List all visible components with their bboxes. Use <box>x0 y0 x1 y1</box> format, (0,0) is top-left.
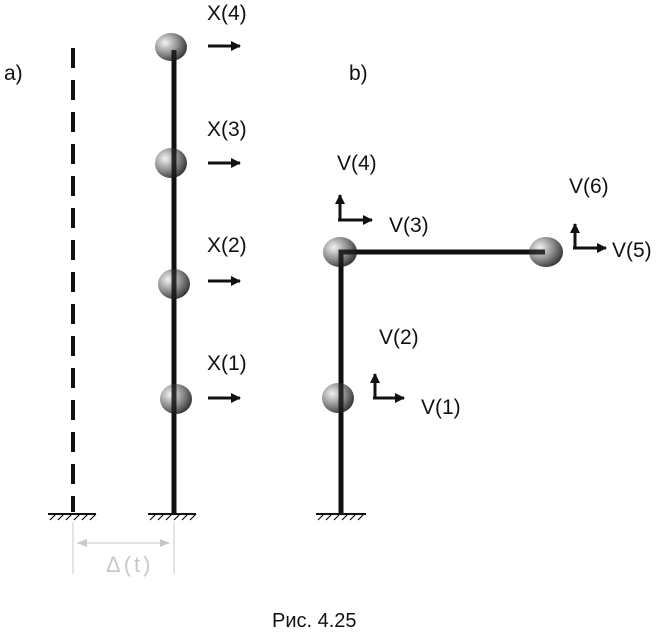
label-x3: X(3) <box>207 118 247 141</box>
displacement-dimension <box>72 522 175 574</box>
fixed-support-a <box>148 513 197 521</box>
label-v5: V(5) <box>612 239 652 262</box>
figure-caption: Рис. 4.25 <box>272 610 357 632</box>
label-v4: V(4) <box>337 152 377 175</box>
panel-b-label: b) <box>349 62 368 85</box>
fixed-support-b <box>316 513 366 521</box>
label-v1: V(1) <box>421 396 461 419</box>
label-x4: X(4) <box>207 2 247 25</box>
arrow-v3-v4 <box>335 194 373 225</box>
dimension-label: Δ(t) <box>106 552 153 577</box>
mass-beam-end <box>529 237 563 267</box>
label-v2: V(2) <box>379 326 419 349</box>
panel-a-label: a) <box>4 62 23 85</box>
mass-x4 <box>155 33 187 61</box>
label-x2: X(2) <box>207 234 247 257</box>
label-v6: V(6) <box>569 175 609 198</box>
label-v3: V(3) <box>389 214 429 237</box>
label-x1: X(1) <box>207 352 247 375</box>
arrow-v1-v2 <box>370 373 405 403</box>
frame-b <box>338 249 545 514</box>
mass-x3 <box>155 148 187 178</box>
fixed-support-left <box>48 513 97 521</box>
arrow-v5-v6 <box>570 223 607 253</box>
mass-column-b <box>322 383 354 413</box>
